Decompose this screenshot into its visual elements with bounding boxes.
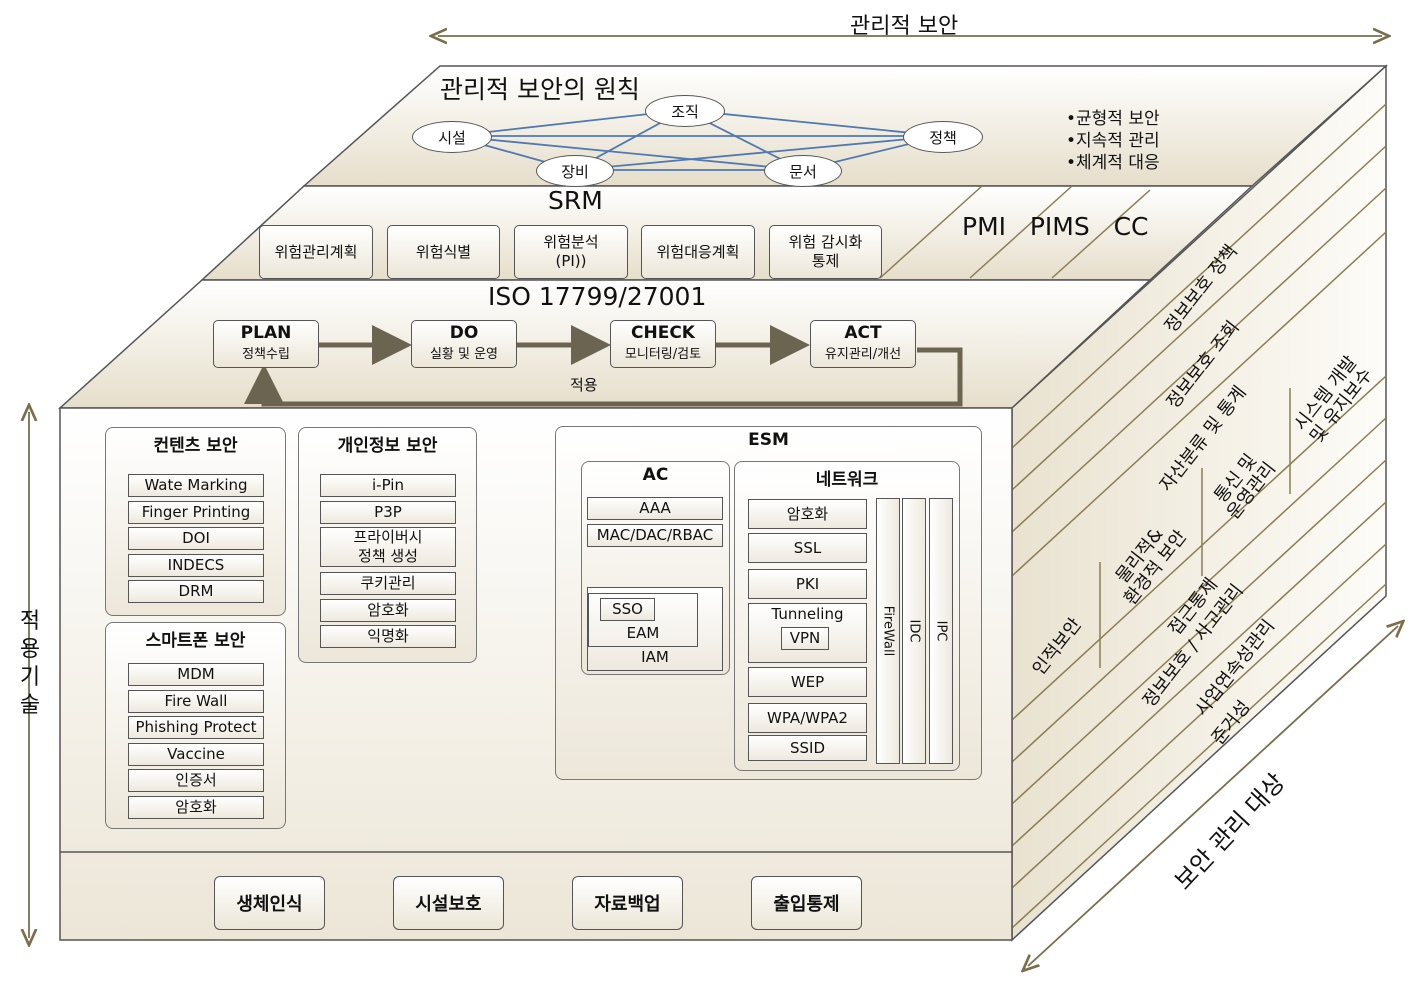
privacy-security-panel: 개인정보 보안 i-Pin P3P 프라이버시 정책 생성 쿠키관리 암호화 익…: [298, 427, 477, 663]
smartphone-item-mdm: MDM: [128, 663, 264, 686]
smartphone-item-phishing: Phishing Protect: [128, 716, 264, 739]
smartphone-item-encryption: 암호화: [128, 796, 264, 819]
idc-label: IDC: [906, 619, 922, 643]
iam-label: IAM: [641, 648, 669, 666]
srm-risk-monitor: 위험 감시화 통제: [769, 225, 882, 279]
pdca-act-sub: 유지관리/개선: [824, 347, 902, 362]
contents-item-fingerprint: Finger Printing: [128, 501, 264, 524]
node-document: 문서: [764, 155, 842, 187]
pdca-do-sub: 실황 및 운영: [429, 347, 499, 362]
privacy-item-anonymize: 익명화: [320, 625, 456, 648]
node-facility: 시설: [412, 121, 492, 153]
smartphone-item-vaccine: Vaccine: [128, 743, 264, 766]
ac-item-aaa: AAA: [587, 497, 723, 520]
pdca-check-head: CHECK: [631, 323, 695, 343]
eam-label: EAM: [626, 624, 660, 642]
privacy-item-ipin: i-Pin: [320, 474, 456, 497]
network-item-tunneling: Tunneling VPN: [748, 603, 867, 663]
srm-risk-analysis: 위험분석 (PI)): [514, 225, 628, 279]
network-item-ssl: SSL: [748, 533, 867, 563]
privacy-security-title: 개인정보 보안: [337, 436, 438, 456]
network-panel: 네트워크 암호화 SSL PKI Tunneling VPN WEP WPA/W…: [734, 461, 960, 771]
smartphone-item-firewall: Fire Wall: [128, 690, 264, 713]
privacy-item-policy: 프라이버시 정책 생성: [320, 527, 456, 567]
vpn-box: VPN: [781, 627, 829, 650]
pdca-feedback-label: 적용: [570, 376, 598, 394]
tunneling-label: Tunneling: [771, 605, 844, 623]
bottom-access-control: 출입통제: [751, 876, 862, 930]
iso-title: ISO 17799/27001: [488, 282, 707, 311]
iam-box: SSO EAM IAM: [587, 587, 723, 671]
principle-bullet-2: •지속적 관리: [1066, 131, 1160, 151]
principle-bullet-3: •체계적 대응: [1066, 153, 1160, 173]
srm-standards: PMI PIMS CC: [962, 212, 1149, 241]
sso-box: SSO: [600, 598, 655, 621]
network-title: 네트워크: [815, 470, 879, 490]
node-equipment: 장비: [536, 155, 614, 187]
ipc-column: IPC: [929, 498, 953, 764]
pdca-act-head: ACT: [844, 323, 882, 343]
left-axis-label: 적용기술: [19, 609, 41, 718]
ac-item-mac: MAC/DAC/RBAC: [587, 524, 723, 547]
eam-box: EAM: [588, 593, 698, 647]
esm-title: ESM: [748, 430, 789, 450]
esm-panel: ESM AC AAA MAC/DAC/RBAC SSO EAM IAM 네트워크…: [555, 426, 982, 780]
bottom-facility-protection: 시설보호: [393, 876, 504, 930]
node-organization: 조직: [645, 95, 725, 127]
principle-bullet-1: •균형적 보안: [1066, 109, 1160, 129]
ac-title: AC: [642, 465, 669, 485]
pdca-plan-head: PLAN: [240, 323, 292, 343]
pdca-do-head: DO: [449, 323, 479, 343]
pdca-plan: PLAN 정책수립: [213, 320, 319, 368]
bottom-data-backup: 자료백업: [572, 876, 683, 930]
network-item-pki: PKI: [748, 569, 867, 599]
srm-risk-identify: 위험식별: [387, 225, 500, 279]
firewall-label: FireWall: [880, 605, 896, 657]
privacy-item-p3p: P3P: [320, 501, 456, 524]
smartphone-security-title: 스마트폰 보안: [145, 631, 246, 651]
pdca-plan-sub: 정책수립: [242, 347, 290, 362]
idc-column: IDC: [902, 498, 926, 764]
srm-title: SRM: [548, 186, 603, 215]
pdca-act: ACT 유지관리/개선: [810, 320, 916, 368]
network-item-encryption: 암호화: [748, 499, 867, 529]
contents-item-indecs: INDECS: [128, 554, 264, 577]
contents-security-panel: 컨텐츠 보안 Wate Marking Finger Printing DOI …: [105, 427, 286, 616]
contents-security-title: 컨텐츠 보안: [153, 436, 238, 456]
ac-panel: AC AAA MAC/DAC/RBAC SSO EAM IAM: [581, 461, 730, 675]
smartphone-item-certificate: 인증서: [128, 769, 264, 792]
pdca-check-sub: 모니터링/검토: [624, 347, 702, 362]
srm-risk-response: 위험대응계획: [641, 225, 755, 279]
pdca-check: CHECK 모니터링/검토: [610, 320, 716, 368]
node-policy: 정책: [903, 121, 983, 153]
privacy-item-encryption: 암호화: [320, 599, 456, 622]
contents-item-watermark: Wate Marking: [128, 474, 264, 497]
privacy-item-cookie: 쿠키관리: [320, 572, 456, 595]
firewall-column: FireWall: [876, 498, 900, 764]
srm-risk-plan: 위험관리계획: [259, 225, 373, 279]
network-item-wpa: WPA/WPA2: [748, 703, 867, 733]
contents-item-doi: DOI: [128, 527, 264, 550]
ipc-label: IPC: [933, 620, 949, 642]
network-item-ssid: SSID: [748, 735, 867, 761]
pdca-do: DO 실황 및 운영: [411, 320, 517, 368]
smartphone-security-panel: 스마트폰 보안 MDM Fire Wall Phishing Protect V…: [105, 622, 286, 829]
top-axis-label: 관리적 보안: [850, 14, 959, 39]
network-item-wep: WEP: [748, 667, 867, 697]
contents-item-drm: DRM: [128, 580, 264, 603]
bottom-biometrics: 생체인식: [214, 876, 325, 930]
principles-title: 관리적 보안의 원칙: [440, 75, 640, 104]
